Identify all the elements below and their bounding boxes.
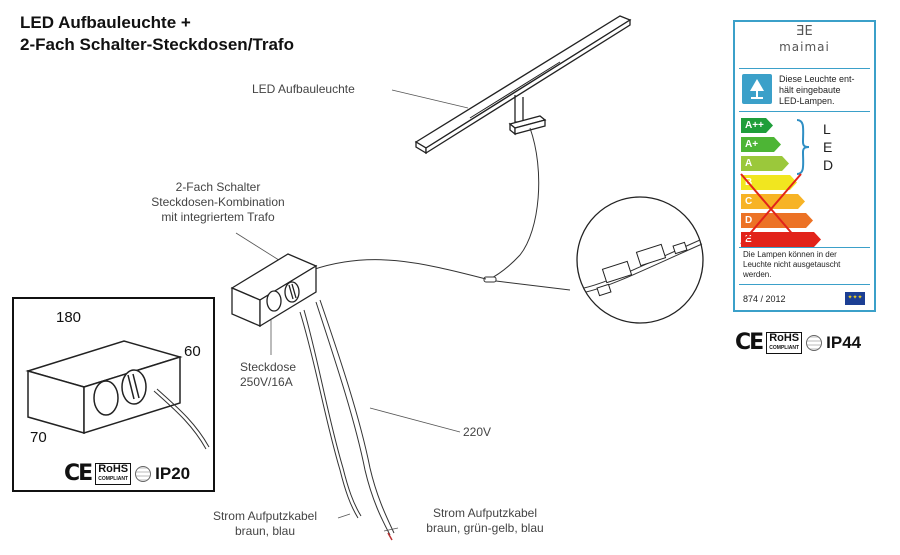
power-cable-2 [315, 301, 391, 536]
notice-line-1: Die Lampen können in der [743, 250, 837, 259]
cable-label-2: Strom Aufputzkabel braun, grün-gelb, bla… [400, 506, 570, 536]
energy-label: ƎE maimai Diese Leuchte ent- hält eingeb… [733, 20, 876, 312]
lamp-cable [487, 127, 540, 281]
voltage-label: 220V [463, 425, 492, 439]
regulation-number: 874 / 2012 [743, 294, 786, 304]
brand-name: maimai [779, 40, 830, 54]
eu-flag-icon: ✦✦✦ [845, 292, 865, 305]
energy-info-text: Diese Leuchte ent- hält eingebaute LED-L… [779, 74, 871, 107]
lamp-label: LED Aufbauleuchte [252, 82, 355, 96]
ce-mark-main: CE [735, 330, 764, 355]
energy-info-line-2: hält eingebaute [779, 85, 841, 95]
dimension-length: 180 [56, 309, 82, 326]
notice-line-2: Leuchte nicht ausgetauscht [743, 260, 841, 269]
brand-logo-icon: ƎE [796, 24, 813, 39]
cable-label-1: Strom Aufputzkabel braun, blau [190, 509, 340, 539]
energy-class-bar: A+ [741, 137, 781, 152]
ip-rating-inset: IP20 [155, 463, 191, 483]
dimensions-inset: 180 60 70 CE RoHS COMPLIANT IP20 [12, 297, 215, 492]
switch-box-closeup [25, 340, 210, 450]
title-line-2: 2-Fach Schalter-Steckdosen/Trafo [20, 35, 294, 54]
replacement-notice: Die Lampen können in der Leuchte nicht a… [743, 250, 871, 280]
excluded-classes-cross-icon [740, 173, 802, 245]
led-letter-d: D [823, 157, 834, 173]
rohs-subtext-main: COMPLIANT [769, 344, 800, 351]
switch-label-line-1: 2-Fach Schalter [175, 180, 261, 194]
ce-mark: CE [64, 461, 93, 486]
energy-info-line-1: Diese Leuchte ent- [779, 74, 855, 84]
power-cable-1 [299, 311, 359, 519]
switch-cable [311, 259, 487, 280]
rohs-badge: RoHS COMPLIANT [95, 462, 132, 485]
socket-label: Steckdose 250V/16A [240, 360, 296, 390]
notice-line-3: werden. [743, 270, 772, 279]
inset-cert-row: CE RoHS COMPLIANT IP20 [64, 461, 190, 486]
connector-cable [495, 280, 571, 291]
switch-box-drawing [230, 253, 318, 328]
energy-info-line-3: LED-Lampen. [779, 96, 835, 106]
title-line-1: LED Aufbauleuchte + [20, 13, 191, 32]
socket-label-line-1: Steckdose [240, 360, 297, 374]
switch-label-line-3: mit integriertem Trafo [161, 210, 275, 224]
dimension-depth: 70 [30, 429, 47, 446]
switch-label: 2-Fach Schalter Steckdosen-Kombination m… [138, 180, 298, 225]
rohs-text: RoHS [98, 462, 129, 475]
led-letter-l: L [823, 121, 831, 137]
dimension-height: 60 [184, 343, 201, 360]
led-letter-e: E [823, 139, 833, 155]
connector-zoom-detail [576, 196, 704, 324]
energy-class-bar: A++ [741, 118, 773, 133]
rohs-subtext: COMPLIANT [98, 475, 129, 482]
cable-label-2-line-2: braun, grün-gelb, blau [426, 521, 544, 535]
globe-icon [135, 465, 152, 482]
globe-icon [806, 334, 823, 351]
led-brace-icon [796, 119, 810, 175]
cable-label-2-line-1: Strom Aufputzkabel [432, 506, 538, 520]
lamp-icon [742, 74, 772, 104]
cable-connector [483, 276, 497, 283]
energy-class-bar: A [741, 156, 789, 171]
page-title: LED Aufbauleuchte + 2-Fach Schalter-Stec… [20, 12, 294, 56]
cable-label-1-line-1: Strom Aufputzkabel [212, 509, 318, 523]
ip-rating-main: IP44 [826, 332, 862, 352]
socket-label-line-2: 250V/16A [240, 375, 293, 389]
rohs-text-main: RoHS [769, 331, 800, 344]
switch-label-line-2: Steckdosen-Kombination [151, 195, 285, 209]
led-letters: L E D [823, 120, 833, 174]
energy-class-bar: C [741, 194, 805, 209]
cable-label-1-line-2: braun, blau [234, 524, 296, 538]
cert-row: CE RoHS COMPLIANT IP44 [735, 330, 861, 355]
rohs-badge-main: RoHS COMPLIANT [766, 331, 803, 354]
led-lamp-drawing [414, 15, 632, 155]
